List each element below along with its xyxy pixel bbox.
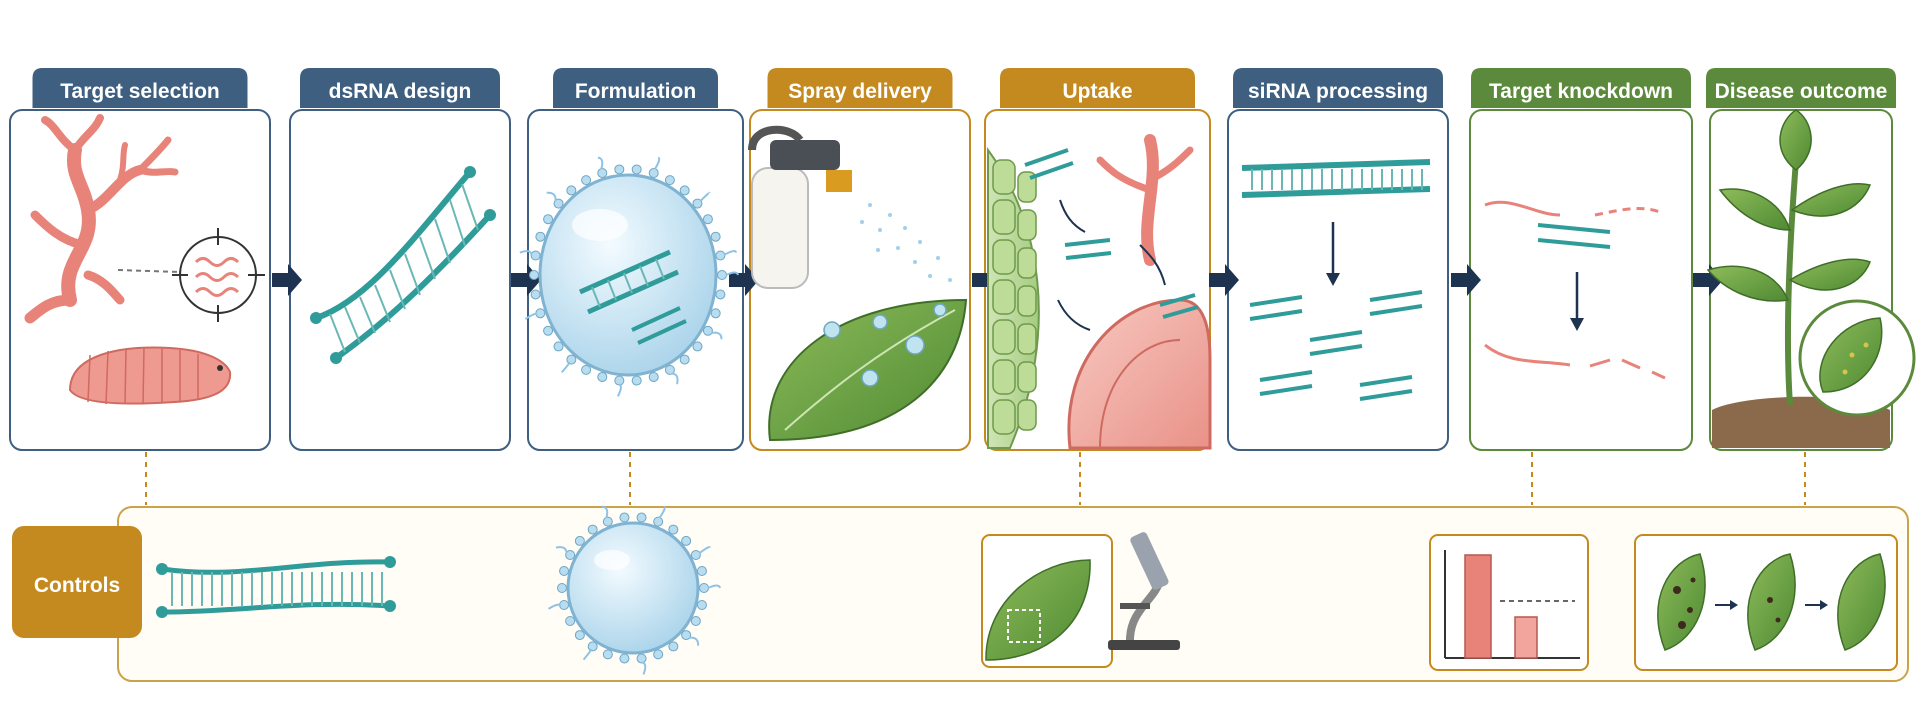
stage-2: dsRNA design: [289, 68, 511, 451]
flow-arrow-icon: [272, 264, 302, 296]
stage-row: Target selection dsRNA design Formulation S…: [9, 68, 1896, 451]
stage-panel: [9, 109, 271, 451]
stage-label: Spray delivery: [788, 80, 932, 103]
stage-tab: [32, 68, 248, 108]
stage-label: dsRNA design: [329, 80, 472, 103]
stage-tab: [1000, 68, 1195, 108]
stage-label: Disease outcome: [1715, 80, 1888, 103]
stage-label: Target knockdown: [1489, 80, 1673, 103]
stage-tab: [1233, 68, 1443, 108]
expression-bar-chart-icon: [1429, 534, 1589, 671]
leaf-symptom-progression-icon: [1634, 534, 1898, 671]
microscope-icon: [1108, 532, 1180, 650]
dicer-sirna-icon: [1241, 159, 1431, 401]
flow-arrow-icon: [1451, 264, 1481, 296]
stage-tab: [553, 68, 718, 108]
stage-tab: [1471, 68, 1691, 108]
leaf-microscopy-icon: [981, 532, 1180, 668]
larva-icon: [68, 346, 232, 405]
healthy-plant-icon: [1706, 109, 1916, 448]
empty-nanoparticle-icon: [548, 505, 721, 675]
stage-5: Uptake: [984, 68, 1211, 451]
fungus-larva-target-icon: [24, 114, 265, 405]
controls-label: Controls: [34, 574, 120, 597]
stage-panel: [1469, 109, 1693, 451]
controls-connectors: [145, 452, 1806, 505]
cell-uptake-icon: [987, 134, 1212, 450]
stage-label: Formulation: [575, 80, 696, 103]
controls-panel: Controls: [12, 506, 1909, 682]
stage-label: siRNA processing: [1248, 80, 1428, 103]
controls-label-box: Controls: [12, 526, 142, 638]
stage-tab: [1706, 68, 1896, 108]
nontarget-dsrna-icon: [156, 556, 396, 618]
stage-tab: [300, 68, 500, 108]
stage-1: Target selection: [9, 68, 271, 451]
flow-arrow-icon: [1209, 264, 1239, 296]
stage-6: siRNA processing: [1227, 68, 1449, 451]
mrna-degradation-icon: [1484, 200, 1666, 380]
dsrna-helix-icon: [310, 166, 496, 364]
stage-7: Target knockdown: [1469, 68, 1693, 451]
nanoparticle-dsrna-icon: [519, 156, 739, 397]
stage-8: Disease outcome: [1706, 68, 1896, 451]
stage-panel: [289, 109, 511, 451]
stage-label: Target selection: [60, 80, 220, 103]
stage-tab: [767, 68, 953, 108]
stage-label: Uptake: [1062, 80, 1132, 103]
spray-leaf-icon: [748, 125, 968, 442]
